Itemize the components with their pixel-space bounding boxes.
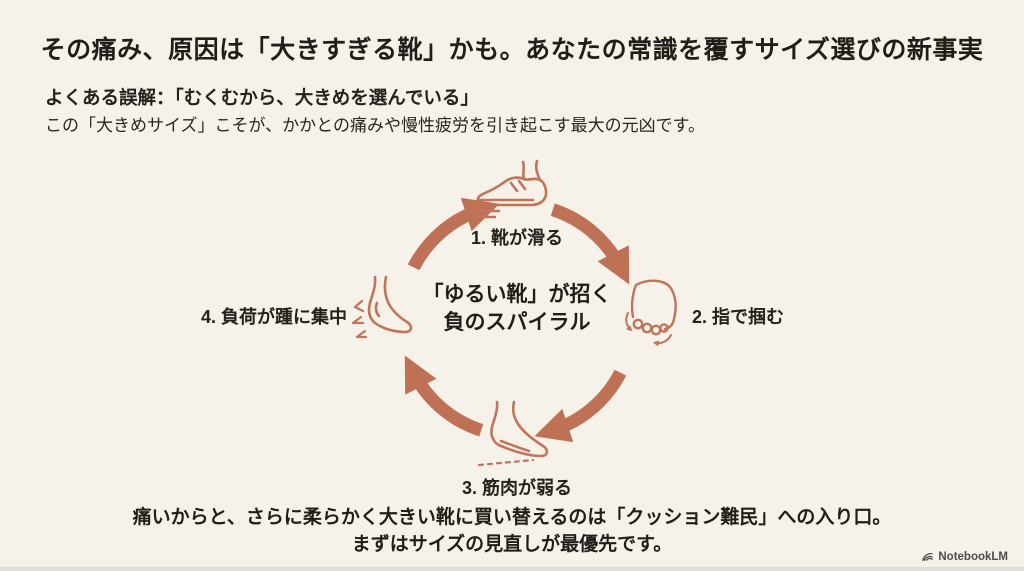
cycle-center-line1: 「ゆるい靴」が招く [422,283,612,306]
arrow-right-to-bottom [534,369,627,443]
bottom-edge-strip [0,567,1024,571]
footer-warning-line2: まずはサイズの見直しが最優先です。 [351,534,673,555]
cycle-center-title: 「ゆるい靴」が招く 負のスパイラル [387,281,647,338]
arrow-bottom-to-left [404,355,484,437]
arrow-top-to-right [550,203,630,285]
arrow-left-to-top [407,197,500,271]
notebooklm-logo-icon [922,553,934,561]
step-label-4: 4. 負荷が踵に集中 [200,307,347,327]
cycle-center-line2: 負のスパイラル [443,311,591,335]
step-label-1: 1. 靴が滑る [470,228,563,248]
subtitle-explanation: この「大きめサイズ」こそが、かかとの痛みや慢性疲労を引き起こす最大の元凶です。 [45,116,705,135]
cycle-diagram [351,159,677,467]
weak-arch-foot-icon [477,400,549,467]
subtitle-misconception: よくある誤解：「むくむから、大きめを選んでいる」 [45,87,479,108]
slipping-shoe-icon [472,159,548,219]
step-label-2: 2. 指で掴む [692,307,785,327]
heel-impact-icon [351,275,413,339]
page-title: その痛み、原因は「大きすぎる靴」かも。あなたの常識を覆すサイズ選びの新事実 [40,36,984,64]
cycle-arrows [404,197,630,443]
footer-warning-line1: 痛いからと、さらに柔らかく大きい靴に買い替えるのは「クッション難民」への入り口。 [132,507,892,528]
notebooklm-watermark: NotebookLM [921,550,1008,563]
gripping-toes-icon [625,279,677,347]
step-label-3: 3. 筋肉が弱る [461,478,572,498]
watermark-label: NotebookLM [938,550,1008,563]
